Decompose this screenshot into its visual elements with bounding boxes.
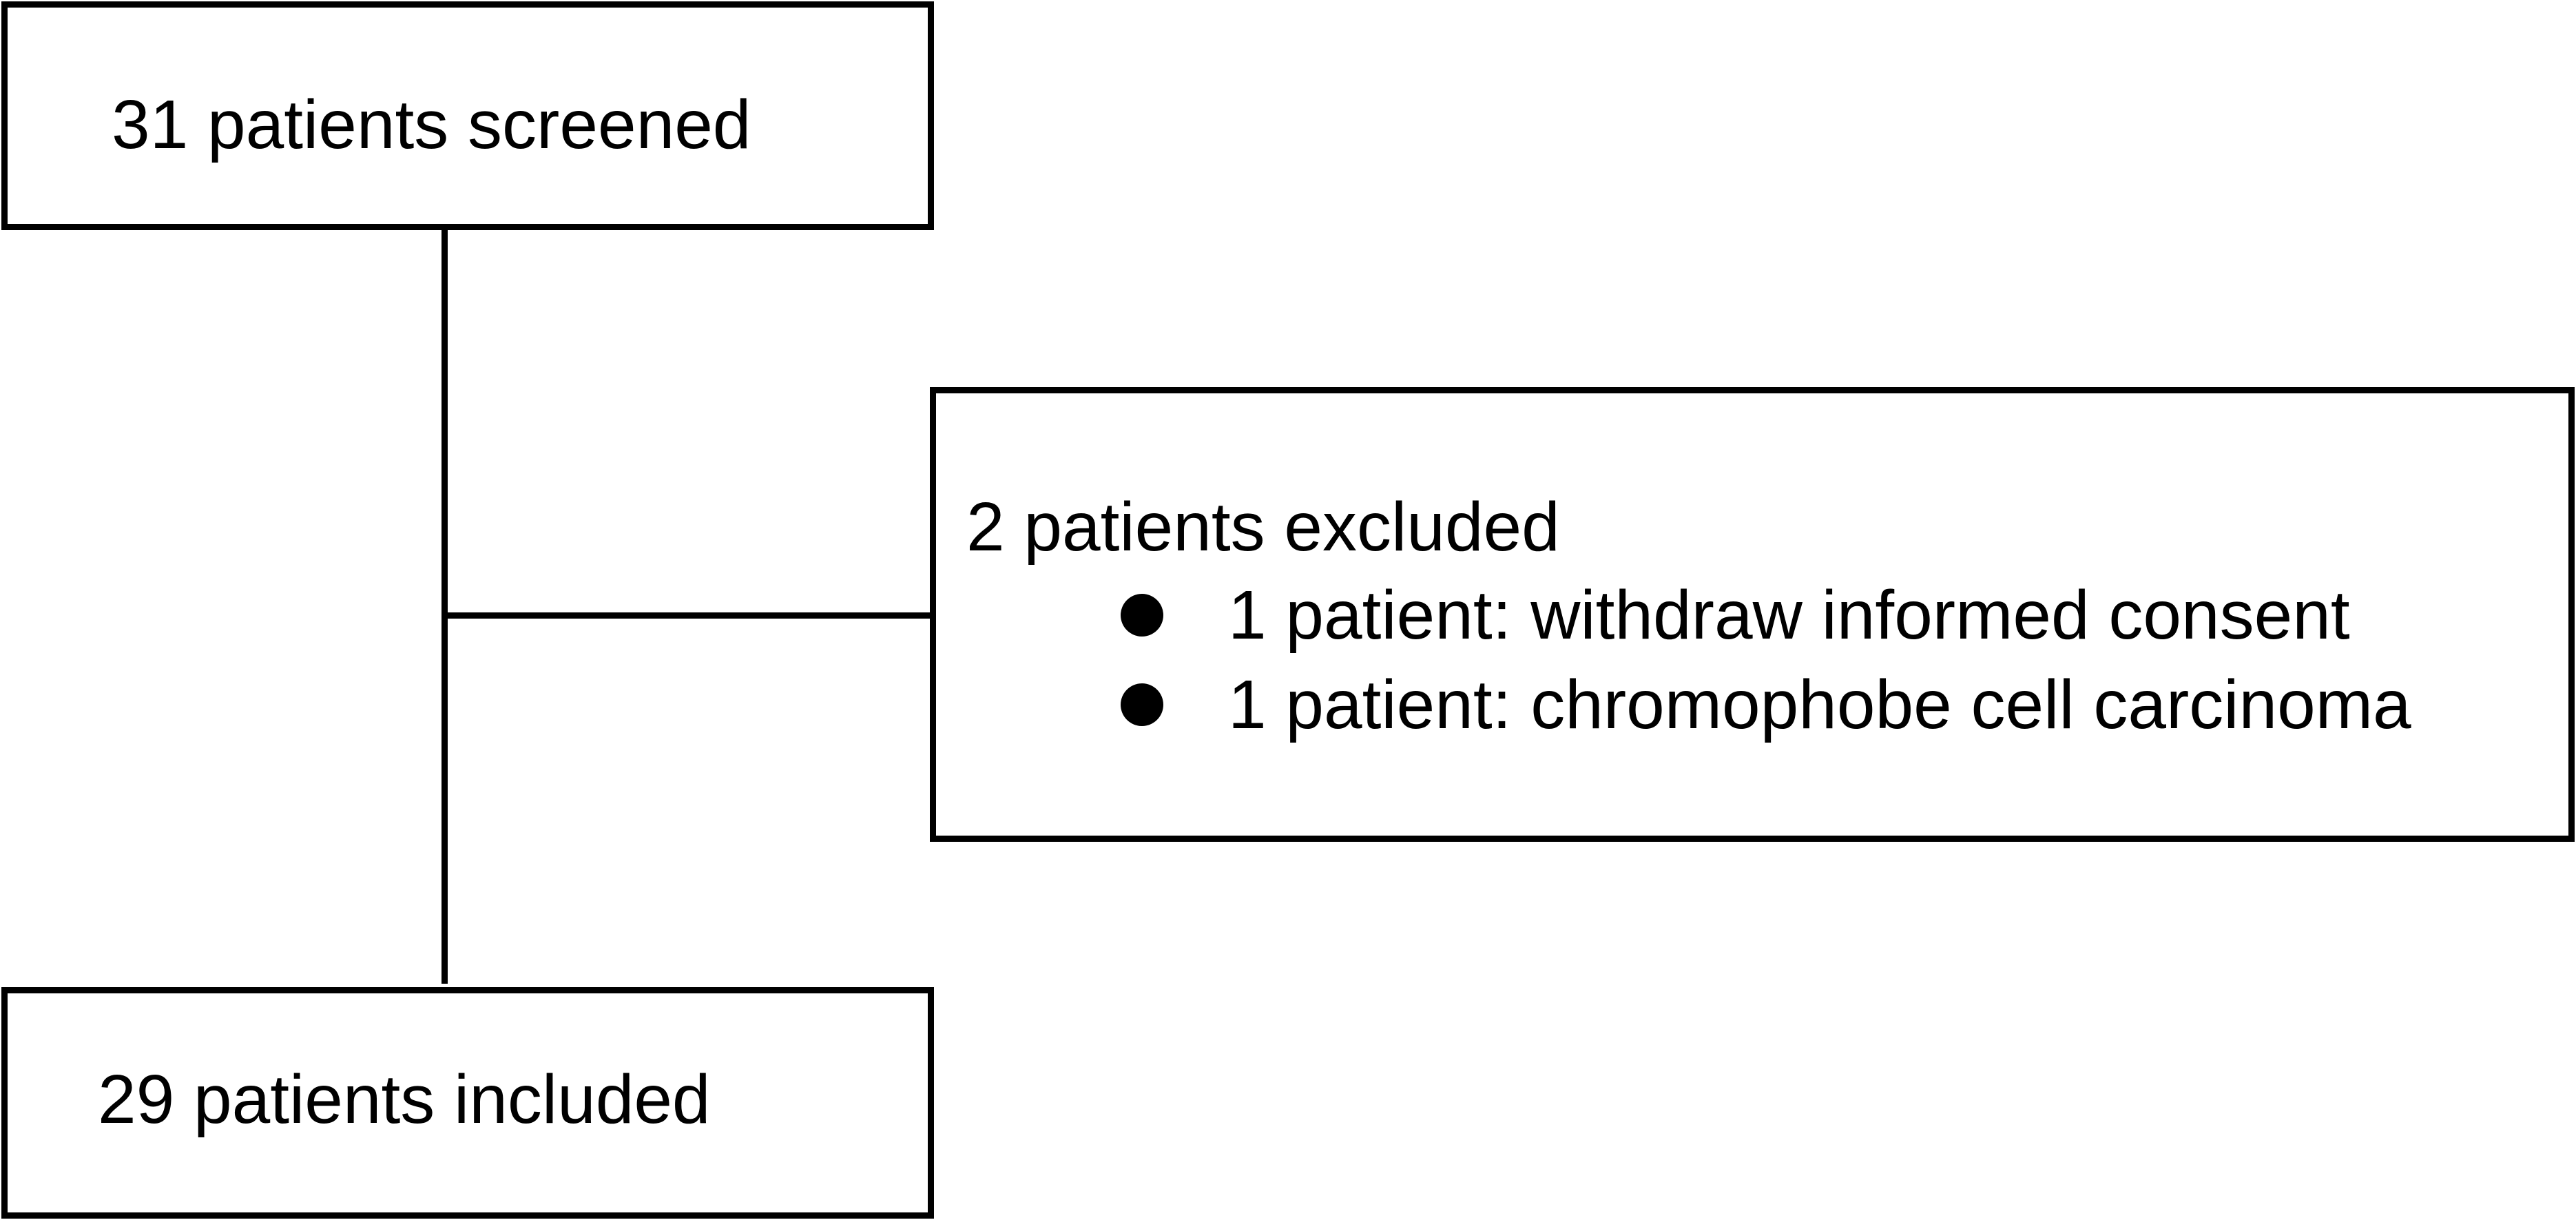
screened-label: 31 patients screened	[112, 86, 751, 163]
excluded-title: 2 patients excluded	[966, 488, 1560, 566]
exclusion-reason-item: 1 patient: chromophobe cell carcinoma	[1121, 670, 2411, 739]
screened-box	[1, 1, 934, 230]
exclusion-reason-item: 1 patient: withdraw informed consent	[1121, 581, 2350, 650]
exclusion-reason-text: 1 patient: withdraw informed consent	[1228, 577, 2350, 654]
bullet-icon	[1121, 594, 1163, 637]
bullet-icon	[1121, 683, 1163, 726]
excluded-box	[930, 387, 2575, 842]
included-label: 29 patients included	[98, 1061, 711, 1138]
main-flow-connector	[442, 230, 448, 984]
exclusion-branch-connector	[442, 612, 932, 619]
included-box	[1, 987, 934, 1219]
exclusion-reason-text: 1 patient: chromophobe cell carcinoma	[1228, 666, 2411, 743]
